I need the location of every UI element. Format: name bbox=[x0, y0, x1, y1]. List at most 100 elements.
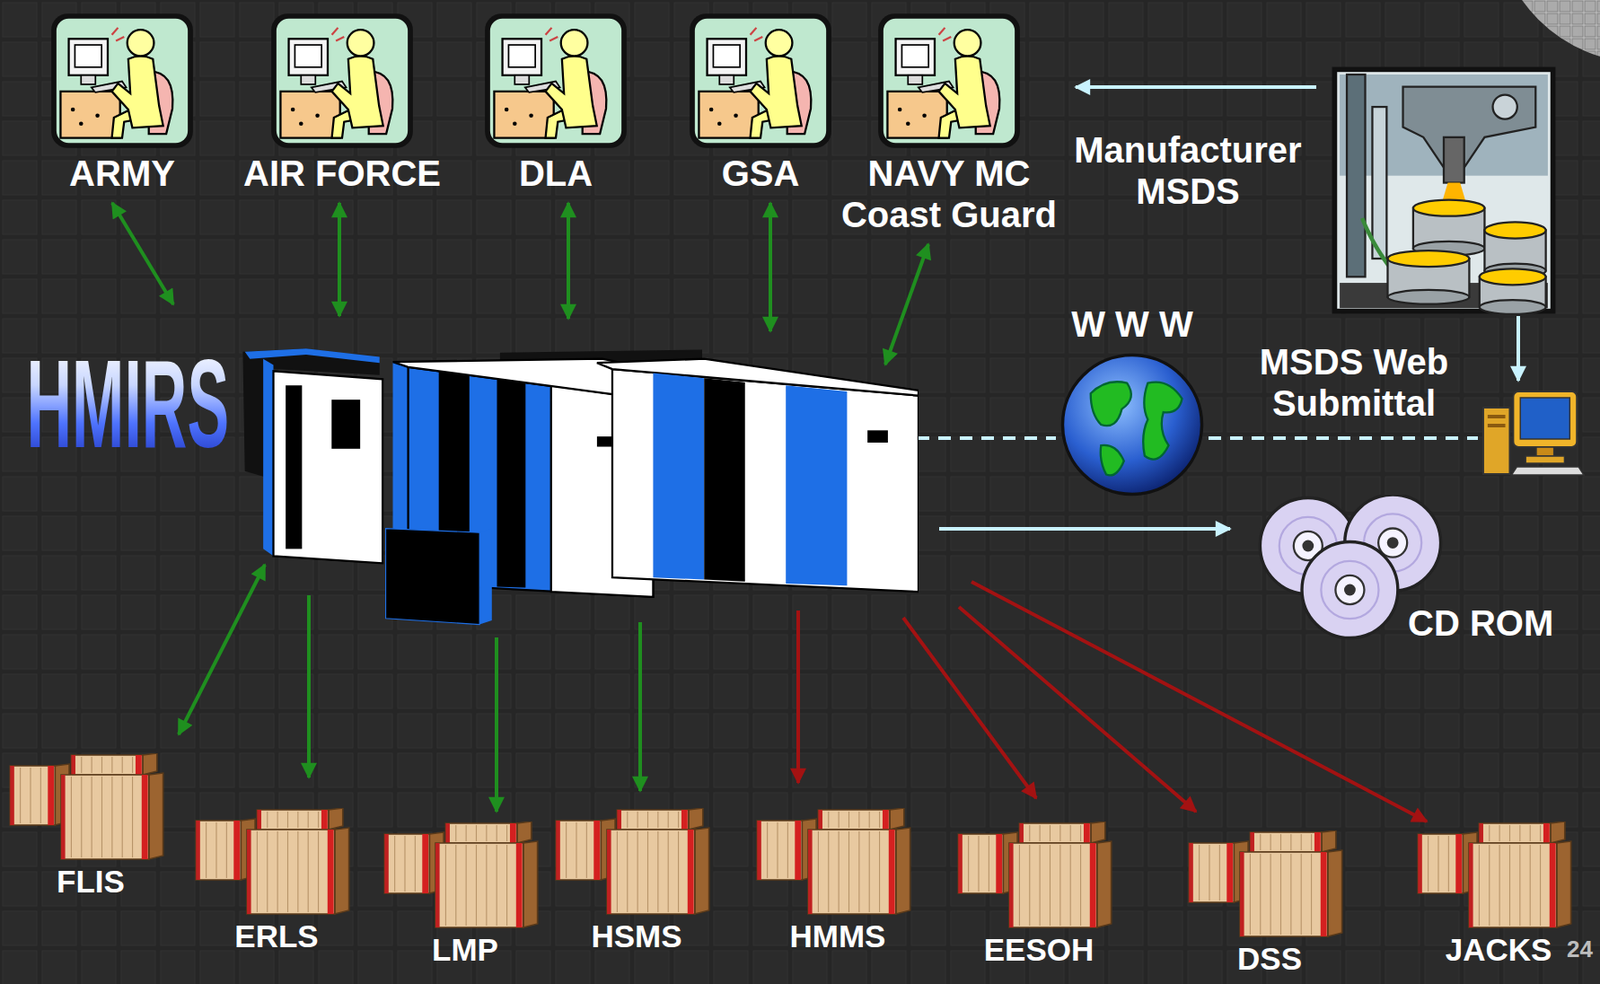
illustration-rect bbox=[490, 18, 622, 143]
illustration-rect bbox=[195, 820, 241, 880]
illustration-line bbox=[977, 835, 979, 892]
system-node: HSMS bbox=[550, 808, 723, 955]
illustration-rect bbox=[1512, 391, 1577, 448]
illustration-rect bbox=[61, 774, 150, 860]
node-label: GSA bbox=[683, 152, 838, 194]
illustration-line bbox=[1070, 825, 1072, 842]
illustration-line bbox=[616, 831, 618, 913]
illustration-rect bbox=[1249, 832, 1322, 853]
illustration-polygon bbox=[149, 773, 164, 860]
illustration-rect bbox=[80, 75, 96, 85]
illustration-line bbox=[455, 825, 457, 842]
illustration-line bbox=[817, 831, 819, 913]
illustration-path bbox=[545, 27, 559, 42]
illustration-polygon bbox=[273, 370, 384, 563]
illustration-line bbox=[111, 756, 113, 774]
node-label: DLA bbox=[478, 152, 633, 194]
node-label: AIR FORCE bbox=[237, 152, 447, 194]
illustration-line bbox=[1280, 853, 1282, 935]
illustration-line bbox=[1519, 844, 1521, 926]
illustration-rect bbox=[484, 13, 627, 149]
illustration-circle bbox=[70, 107, 76, 113]
illustration-line bbox=[29, 767, 31, 824]
illustration-polygon bbox=[1321, 830, 1337, 853]
illustration-rect bbox=[233, 820, 240, 880]
illustration-rect bbox=[445, 823, 450, 844]
illustration-line bbox=[485, 844, 487, 926]
illustration-rect bbox=[246, 829, 252, 915]
illustration-line bbox=[869, 811, 871, 828]
illustration-rect bbox=[878, 13, 1020, 149]
illustration-circle bbox=[897, 107, 903, 113]
illustration-line bbox=[1028, 844, 1030, 926]
system-node: JACKS bbox=[1412, 821, 1585, 968]
data-flow-arrow bbox=[903, 617, 1037, 799]
illustration-line bbox=[205, 822, 207, 879]
illustration-polygon bbox=[1556, 841, 1572, 928]
data-flow-arrow bbox=[1075, 85, 1317, 89]
data-flow-arrow bbox=[337, 202, 342, 317]
illustration-rect bbox=[135, 755, 142, 775]
illustration-line bbox=[1049, 825, 1051, 842]
illustration-line bbox=[869, 831, 871, 913]
illustration-rect bbox=[384, 834, 430, 894]
illustration-path bbox=[545, 55, 598, 128]
illustration-rect bbox=[756, 820, 802, 880]
illustration-rect bbox=[1019, 823, 1024, 844]
illustration-polygon bbox=[597, 359, 919, 396]
illustration-line bbox=[776, 822, 778, 879]
illustration-line bbox=[414, 835, 416, 892]
illustration-line bbox=[317, 831, 319, 913]
illustration-line bbox=[297, 831, 299, 913]
illustration-line bbox=[1448, 835, 1450, 892]
illustration-rect bbox=[606, 829, 695, 915]
illustration-line bbox=[1301, 853, 1302, 935]
node-label: DSS bbox=[1183, 941, 1356, 977]
illustration-rect bbox=[51, 13, 194, 149]
illustration-circle bbox=[1301, 541, 1398, 638]
illustration-rect bbox=[47, 765, 54, 826]
user-workstation-icon bbox=[688, 12, 833, 150]
globe-icon bbox=[1059, 351, 1205, 498]
illustration-ellipse bbox=[1388, 250, 1470, 267]
illustration-rect bbox=[1019, 823, 1091, 844]
illustration-polygon bbox=[785, 385, 847, 586]
illustration-line bbox=[1509, 825, 1511, 842]
illustration-polygon bbox=[612, 369, 919, 592]
illustration-line bbox=[465, 825, 467, 842]
illustration-line bbox=[91, 756, 93, 774]
illustration-line bbox=[668, 831, 669, 913]
illustration-polygon bbox=[1090, 821, 1106, 844]
illustration-circle bbox=[1062, 354, 1202, 494]
illustration-rect bbox=[1443, 137, 1465, 184]
node-label: HMMS bbox=[751, 919, 924, 955]
illustration-rect bbox=[719, 75, 734, 85]
agency-node: NAVY MC Coast Guard bbox=[831, 12, 1067, 236]
illustration-line bbox=[307, 811, 309, 828]
illustration-line bbox=[1219, 844, 1221, 901]
illustration-path bbox=[1090, 381, 1132, 426]
illustration-circle bbox=[1301, 540, 1314, 553]
illustration-polygon bbox=[688, 808, 704, 830]
server-icon bbox=[1415, 821, 1582, 930]
illustration-line bbox=[586, 822, 588, 879]
node-label: ARMY bbox=[44, 152, 200, 194]
illustration-rect bbox=[707, 38, 747, 76]
illustration-rect bbox=[817, 809, 890, 830]
system-title: HMIRS bbox=[26, 341, 229, 467]
illustration-path bbox=[1142, 382, 1182, 460]
illustration-circle bbox=[315, 114, 320, 119]
illustration-rect bbox=[907, 75, 923, 85]
illustration-line bbox=[297, 811, 299, 828]
illustration-line bbox=[1310, 853, 1312, 935]
illustration-polygon bbox=[479, 528, 493, 625]
illustration-circle bbox=[298, 122, 304, 127]
system-node: HMMS bbox=[751, 808, 924, 955]
illustration-line bbox=[1488, 844, 1490, 926]
node-label: CD ROM bbox=[1407, 602, 1554, 644]
illustration-polygon bbox=[1097, 841, 1112, 928]
illustration-line bbox=[256, 831, 258, 913]
illustration-line bbox=[858, 811, 860, 828]
illustration-rect bbox=[1455, 834, 1462, 894]
illustration-line bbox=[317, 811, 319, 828]
